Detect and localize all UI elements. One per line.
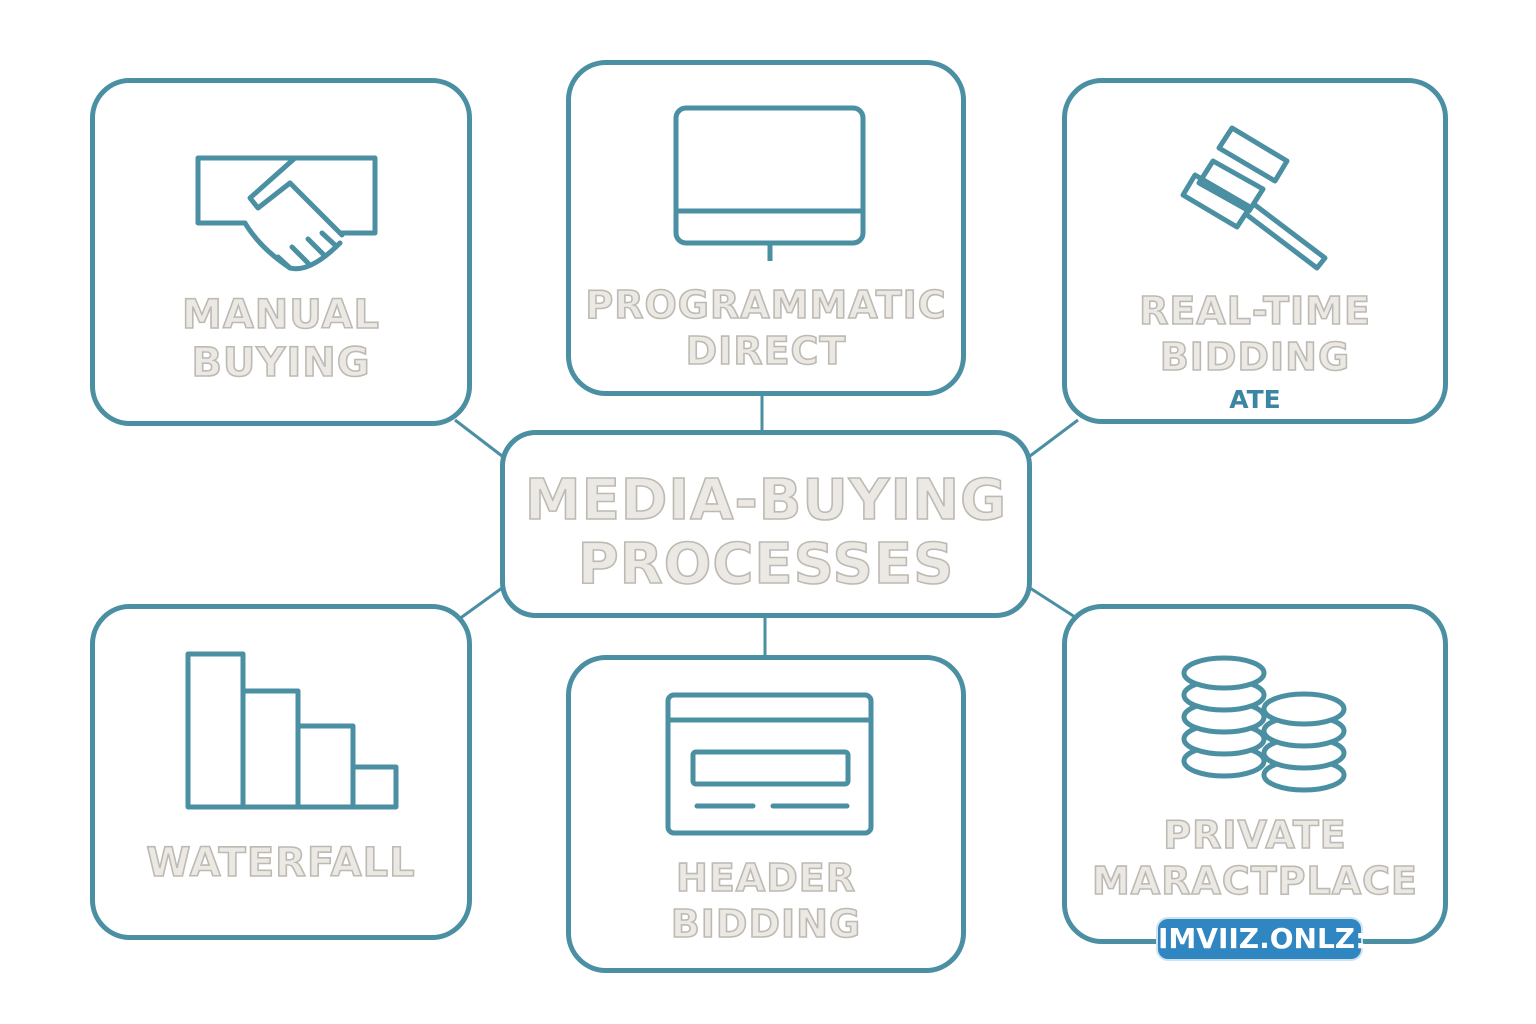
monitor-icon bbox=[673, 105, 866, 261]
node-private-marketplace: PRIVATE MARACTPLACE bbox=[1062, 604, 1448, 944]
header-bidding-label: HEADER BIDDING bbox=[670, 855, 862, 946]
node-manual-buying: MANUAL BUYING bbox=[90, 78, 472, 426]
watermark-badge: IMVIIZ.ONLZ: bbox=[1158, 919, 1366, 959]
waterfall-label: WATERFALL bbox=[146, 839, 416, 887]
manual-buying-label: MANUAL BUYING bbox=[181, 291, 380, 387]
node-header-bidding: HEADER BIDDING bbox=[566, 655, 966, 973]
coin-stacks-icon bbox=[1181, 655, 1347, 793]
connector-waterfall bbox=[454, 586, 503, 624]
gavel-icon bbox=[1180, 125, 1328, 271]
private-marketplace-label: PRIVATE MARACTPLACE bbox=[1091, 812, 1419, 903]
handshake-icon bbox=[195, 155, 378, 272]
programmatic-direct-label: PROGRAMMATIC DIRECT bbox=[585, 282, 947, 373]
browser-window-icon bbox=[665, 692, 874, 836]
real-time-bidding-sublabel: ATE bbox=[1229, 385, 1281, 414]
node-waterfall: WATERFALL bbox=[90, 604, 472, 940]
center-node: MEDIA-BUYING PROCESSES bbox=[500, 430, 1032, 618]
bar-chart-icon bbox=[185, 651, 399, 810]
center-label: MEDIA-BUYING PROCESSES bbox=[524, 467, 1008, 598]
connector-pmp bbox=[1029, 586, 1076, 619]
node-real-time-bidding: REAL-TIME BIDDING ATE bbox=[1062, 78, 1448, 424]
node-programmatic-direct: PROGRAMMATIC DIRECT bbox=[566, 60, 966, 396]
connector-manual bbox=[454, 418, 503, 458]
real-time-bidding-label: REAL-TIME BIDDING bbox=[1138, 288, 1371, 379]
connector-rtb bbox=[1029, 418, 1079, 458]
